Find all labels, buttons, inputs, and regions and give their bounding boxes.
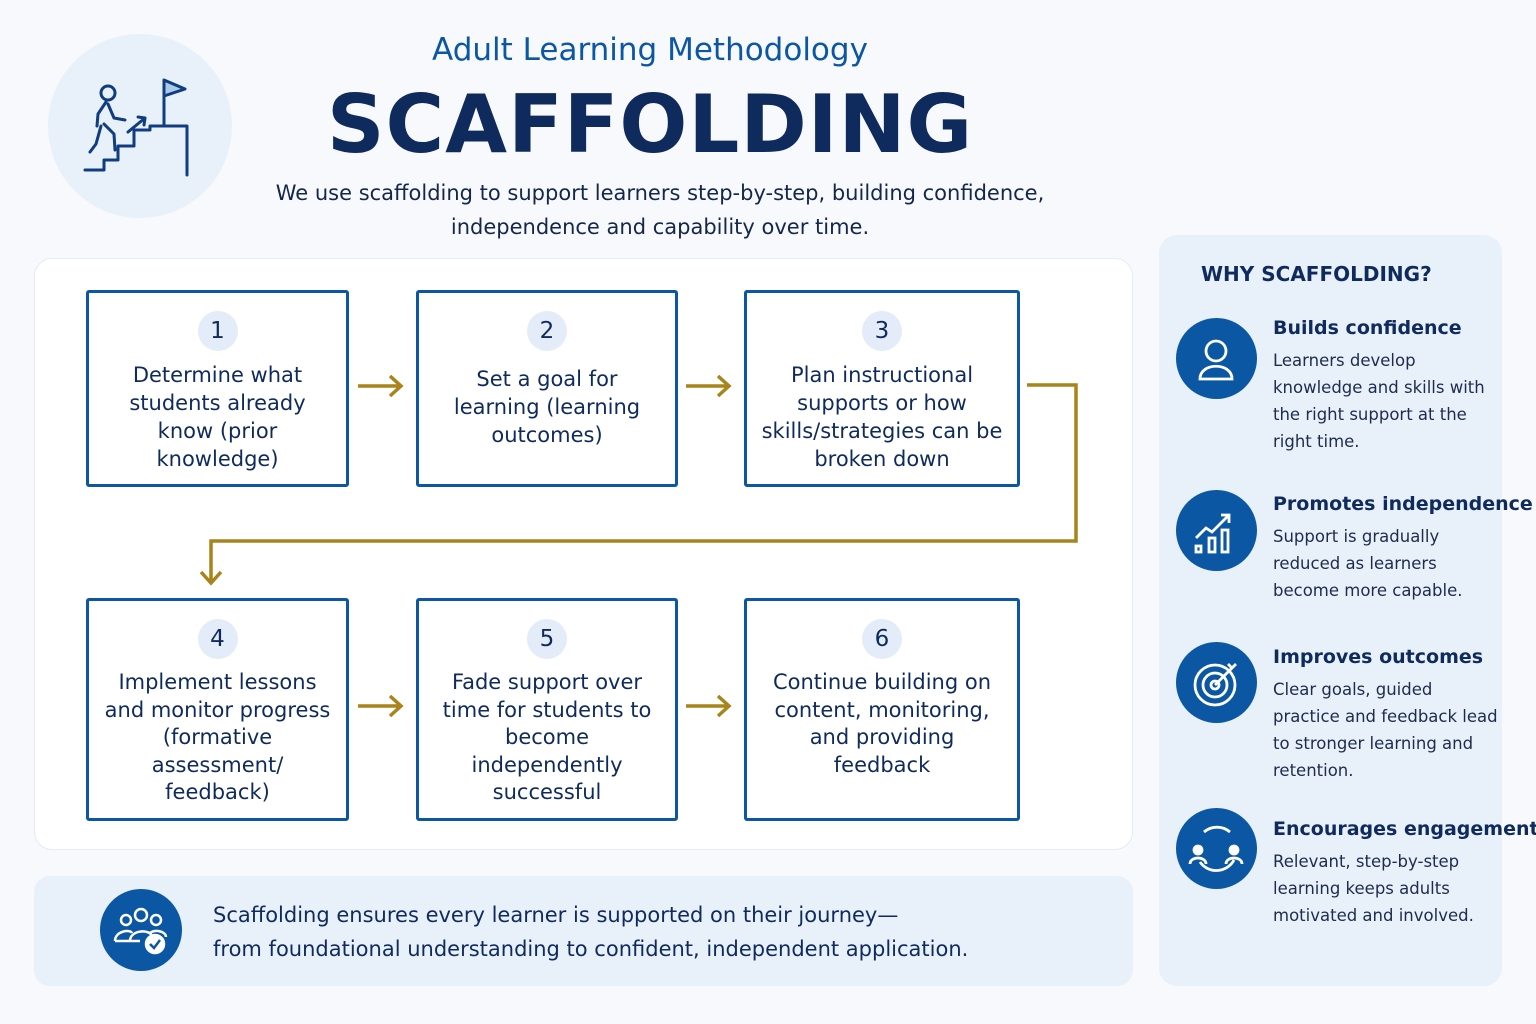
growth-chart-icon [1176, 490, 1257, 571]
summary-line: Scaffolding ensures every learner is sup… [213, 903, 899, 927]
summary-line: from foundational understanding to confi… [213, 937, 969, 961]
benefit-title: Improves outcomes [1273, 646, 1484, 668]
step-text: Set a goal for learning (learning outcom… [453, 367, 641, 447]
step-number: 2 [527, 311, 567, 351]
step-number: 5 [527, 619, 567, 659]
arrow-right-icon [358, 374, 404, 398]
connector-line [199, 383, 1078, 586]
subtitle: Adult Learning Methodology [432, 32, 868, 68]
group-check-icon [100, 889, 182, 971]
engagement-cycle-icon [1176, 808, 1257, 889]
step-text: Implement lessons and monitor progress (… [104, 670, 331, 804]
intro-text: We use scaffolding to support learners s… [250, 176, 1070, 244]
step-text: Fade support over time for students to b… [442, 670, 652, 804]
why-title: WHY SCAFFOLDING? [1201, 262, 1432, 286]
step-number: 4 [197, 619, 238, 659]
step-number: 6 [862, 619, 902, 659]
person-icon [1176, 318, 1257, 399]
step-number: 1 [197, 311, 238, 351]
intro-line: We use scaffolding to support learners s… [275, 181, 1045, 205]
summary-text: Scaffolding ensures every learner is sup… [213, 898, 968, 966]
summary-banner [34, 876, 1133, 986]
stairs-climber-icon [83, 78, 189, 177]
arrow-right-icon [686, 694, 732, 718]
benefit-desc: Support is gradually reduced as learners… [1273, 527, 1463, 600]
hero-badge [48, 34, 232, 218]
step-number: 3 [862, 311, 902, 351]
benefit-desc: Learners develop knowledge and skills wi… [1273, 351, 1485, 451]
step-text: Plan instructional supports or how skill… [761, 363, 1003, 471]
benefit-title: Promotes independence [1273, 493, 1533, 515]
arrow-right-icon [358, 694, 404, 718]
benefit-title: Builds confidence [1273, 317, 1462, 339]
page-title: SCAFFOLDING [326, 78, 974, 171]
step-text: Continue building on content, monitoring… [772, 670, 992, 777]
target-icon [1176, 642, 1257, 723]
step-text: Determine what students already know (pr… [129, 363, 306, 471]
arrow-right-icon [686, 374, 732, 398]
intro-line: independence and capability over time. [450, 215, 870, 239]
benefit-desc: Relevant, step-by-step learning keeps ad… [1273, 852, 1474, 925]
benefit-title: Encourages engagement [1273, 818, 1536, 840]
benefit-desc: Clear goals, guided practice and feedbac… [1273, 680, 1498, 780]
